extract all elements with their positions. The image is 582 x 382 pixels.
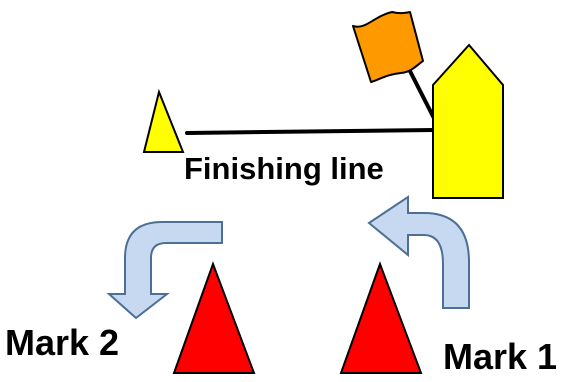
finish-buoy-icon <box>142 88 185 153</box>
curved-arrow-icon <box>106 221 223 320</box>
curved-arrow-icon <box>367 195 470 309</box>
committee-boat-icon <box>432 43 504 199</box>
mark-1-label: Mark 1 <box>443 336 557 377</box>
mark-2-label: Mark 2 <box>5 322 119 363</box>
flag-icon <box>352 11 424 83</box>
finishing-line <box>185 128 436 135</box>
finishing-line-label: Finishing line <box>184 151 384 186</box>
cone-mark-icon <box>339 261 423 374</box>
cone-mark-icon <box>172 261 256 374</box>
